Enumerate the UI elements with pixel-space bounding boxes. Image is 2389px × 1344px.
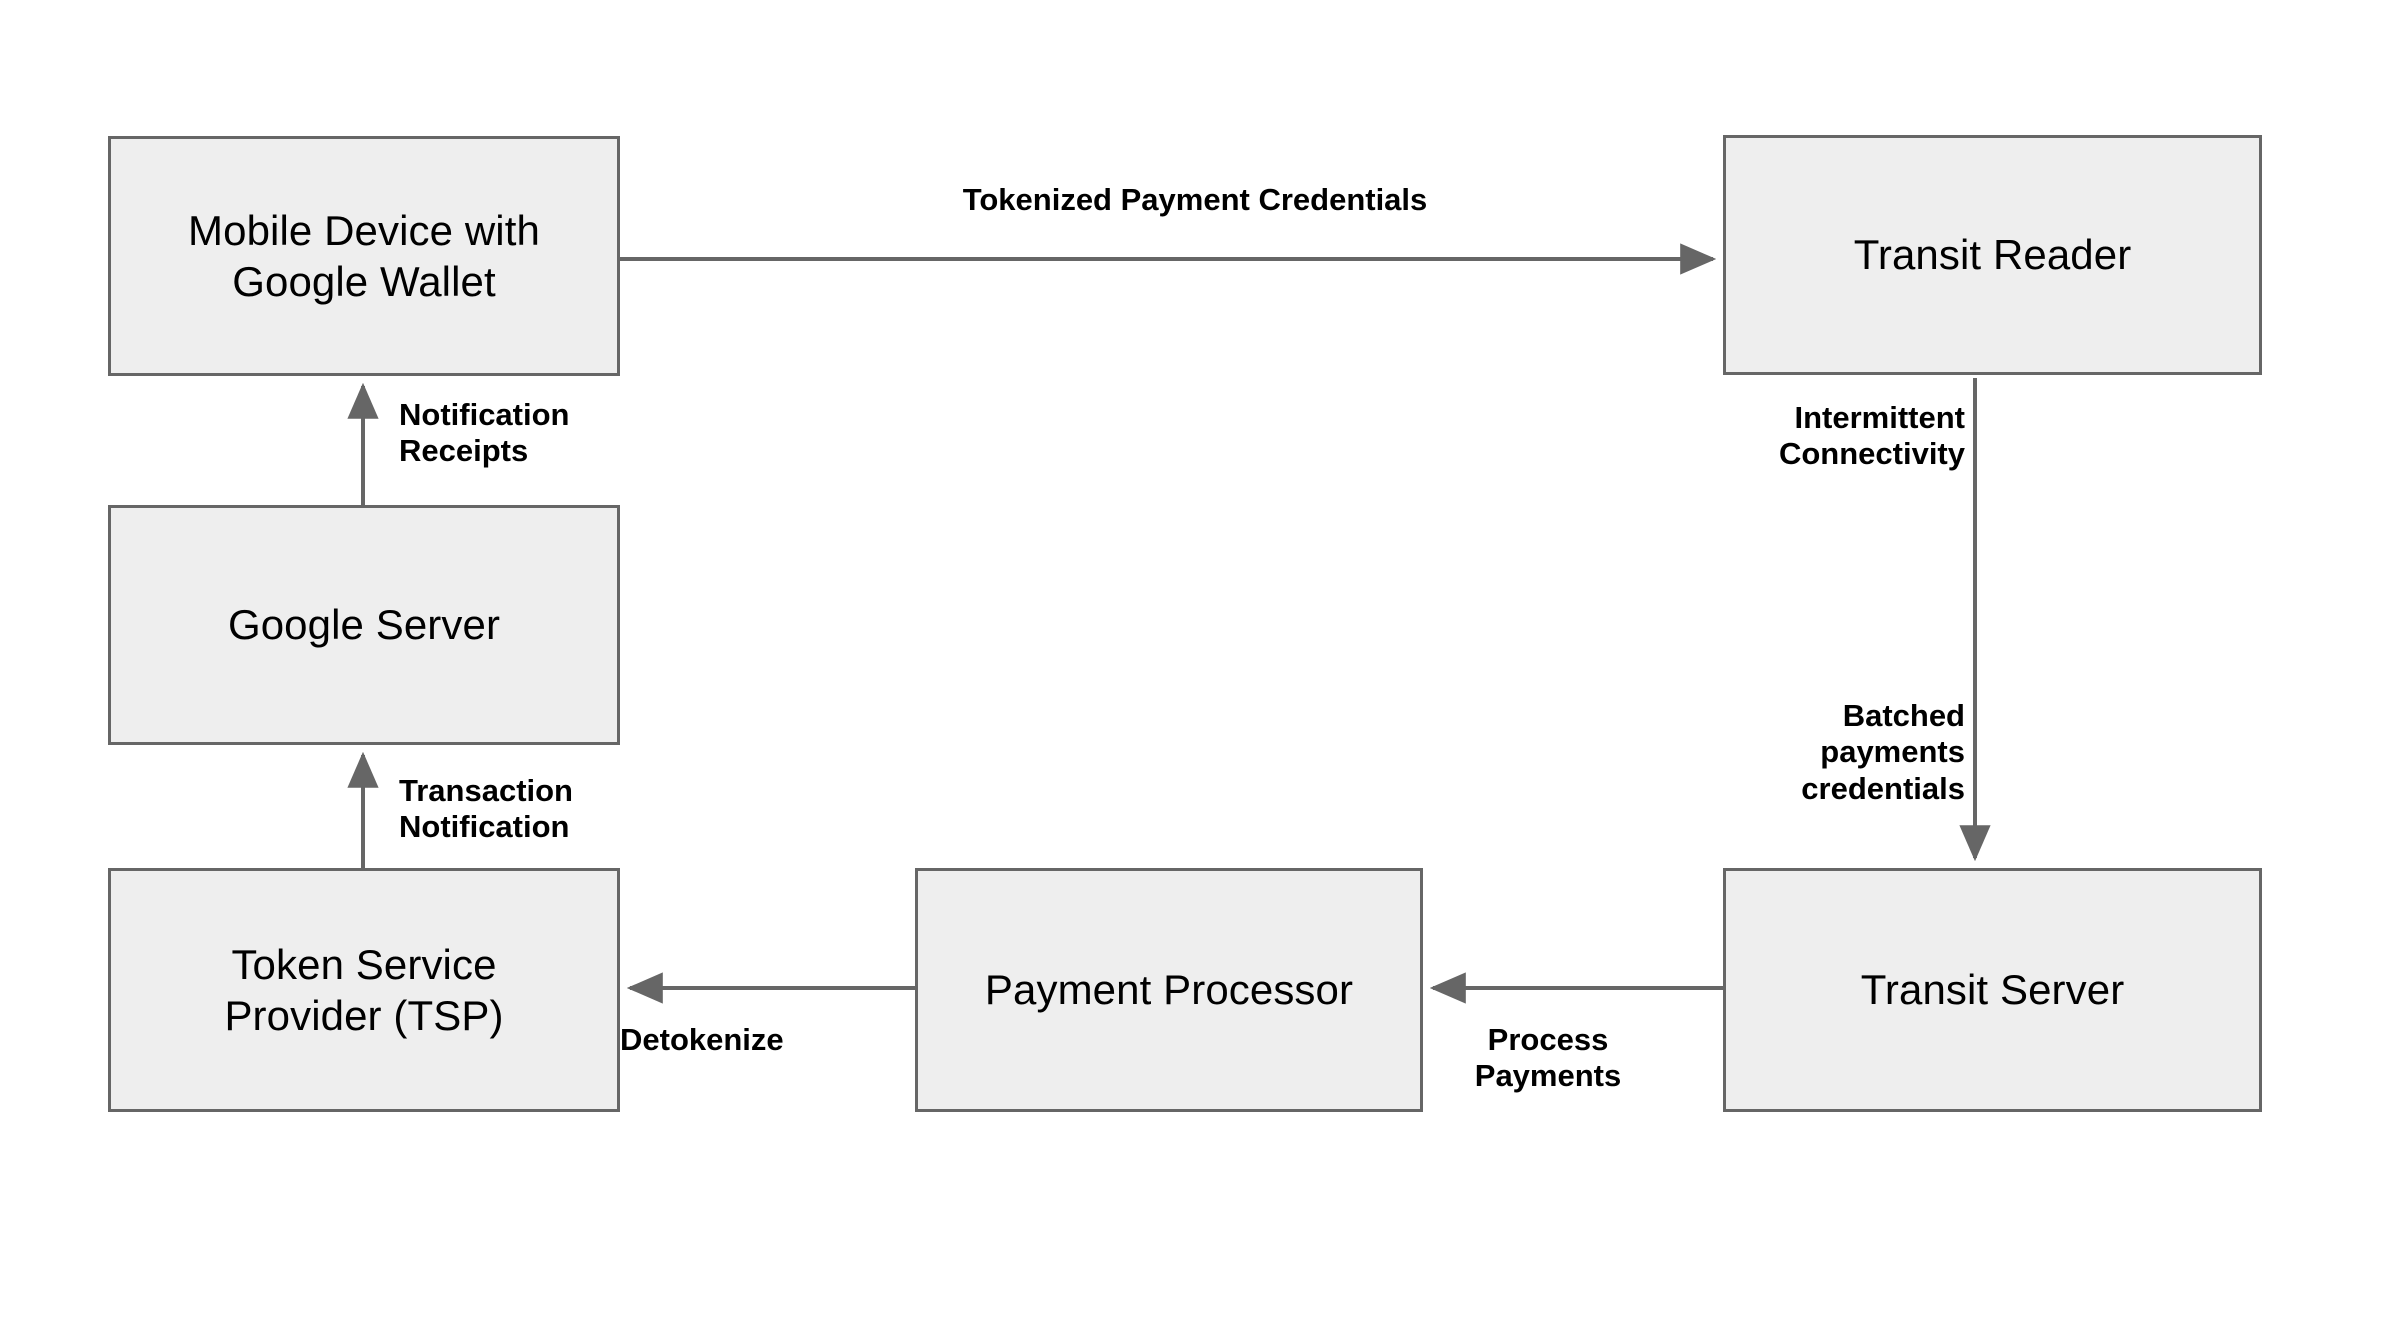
- node-google-server[interactable]: Google Server: [108, 505, 620, 745]
- edge-label-notification-receipts: Notification Receipts: [399, 397, 570, 469]
- node-payment-processor[interactable]: Payment Processor: [915, 868, 1423, 1112]
- edge-label-detokenize: Detokenize: [620, 1022, 784, 1057]
- node-transit-reader-label: Transit Reader: [1853, 231, 2132, 279]
- node-transit-reader[interactable]: Transit Reader: [1723, 135, 2262, 375]
- edge-label-intermittent-connectivity: Intermittent Connectivity: [1778, 400, 1965, 472]
- node-transit-server-label: Transit Server: [1860, 966, 2125, 1014]
- node-payment-processor-label: Payment Processor: [984, 966, 1354, 1014]
- node-mobile-device-label: Mobile Device with Google Wallet: [188, 206, 540, 305]
- node-transit-server[interactable]: Transit Server: [1723, 868, 2262, 1112]
- edge-label-tokenized-payment-credentials: Tokenized Payment Credentials: [962, 182, 1428, 217]
- node-google-server-label: Google Server: [227, 601, 501, 649]
- edge-label-process-payments: Process Payments: [1474, 1022, 1622, 1094]
- edge-label-transaction-notification: Transaction Notification: [399, 773, 573, 845]
- edge-label-batched-payments-credentials: Batched payments credentials: [1801, 698, 1965, 806]
- node-mobile-device[interactable]: Mobile Device with Google Wallet: [108, 136, 620, 376]
- node-token-service-provider[interactable]: Token Service Provider (TSP): [108, 868, 620, 1112]
- node-token-service-provider-label: Token Service Provider (TSP): [224, 940, 504, 1039]
